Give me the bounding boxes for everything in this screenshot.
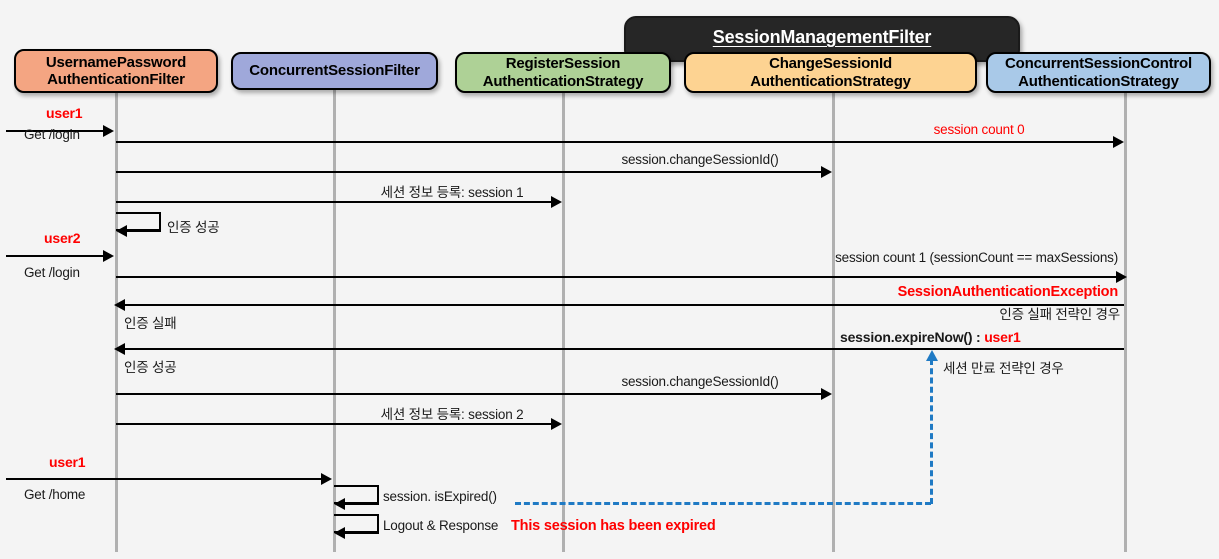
- request-label-user1-home: Get /home: [24, 487, 86, 502]
- arrow-is-expired: [334, 498, 345, 510]
- message-label-session-count-1-red: session count 1: [835, 250, 926, 265]
- message-label-register-session-1: 세션 정보 등록: session 1: [380, 185, 524, 200]
- lifeline-cscas: [1123, 93, 1127, 552]
- note-expire-now: session.expireNow() : user1: [840, 329, 1021, 345]
- message-line-auth-fail: [116, 304, 1124, 306]
- note-expire-now-red: user1: [984, 329, 1021, 345]
- message-line-user1-login: [6, 130, 106, 132]
- participant-username-password-authentication-filter[interactable]: UsernamePassword AuthenticationFilter: [14, 49, 218, 93]
- participant-label: UsernamePassword AuthenticationFilter: [45, 53, 187, 88]
- arrow-change-session-id-1: [821, 166, 832, 178]
- message-label-session-auth-exception: SessionAuthenticationException: [897, 284, 1119, 300]
- message-line-user2-login: [6, 255, 106, 257]
- message-line-logout-response: [345, 532, 379, 534]
- message-label-session-count-1: session count 1 (sessionCount == maxSess…: [835, 250, 1118, 265]
- message-label-change-session-id-2: session.changeSessionId(): [621, 374, 779, 389]
- message-line-session-count-0: [116, 141, 1115, 143]
- arrow-user1-login: [103, 125, 114, 137]
- arrow-session-count-0: [1113, 136, 1124, 148]
- arrow-auth-fail: [114, 299, 125, 311]
- message-line-register-session-2: [116, 423, 553, 425]
- arrow-auth-success-2: [114, 343, 125, 355]
- message-label-expired-notice: This session has been expired: [511, 518, 716, 534]
- lifeline-upaf: [114, 93, 118, 552]
- message-line-change-session-id-1: [116, 171, 823, 173]
- participant-label: ConcurrentSessionFilter: [249, 62, 420, 80]
- message-label-auth-success-1: 인증 성공: [167, 220, 220, 235]
- participant-label: ConcurrentSessionControl AuthenticationS…: [1005, 55, 1192, 90]
- message-label-register-session-2: 세션 정보 등록: session 2: [380, 407, 524, 422]
- arrow-register-session-2: [551, 418, 562, 430]
- arrow-auth-success-1: [116, 225, 127, 237]
- participant-label: RegisterSession AuthenticationStrategy: [482, 55, 644, 90]
- message-line-user1-home: [6, 478, 323, 480]
- arrow-logout-response: [334, 527, 345, 539]
- message-label-session-count-1-black: (sessionCount == maxSessions): [925, 250, 1118, 265]
- request-label-user1-login: Get /login: [24, 127, 80, 142]
- lifeline-csf: [332, 90, 336, 552]
- participant-concurrent-session-control-authentication-strategy[interactable]: ConcurrentSessionControl AuthenticationS…: [986, 52, 1211, 93]
- lifeline-csias: [831, 93, 835, 552]
- message-line-register-session-1: [116, 201, 553, 203]
- actor-label-user2-login: user2: [44, 230, 81, 246]
- message-line-is-expired: [345, 503, 379, 505]
- participant-change-session-id-authentication-strategy[interactable]: ChangeSessionId AuthenticationStrategy: [684, 52, 977, 93]
- message-line-auth-success-2: [116, 348, 1124, 350]
- actor-label-user1-login: user1: [46, 105, 83, 121]
- arrow-session-count-1: [1116, 271, 1127, 283]
- message-line-session-count-1: [116, 276, 1125, 278]
- actor-label-user1-home: user1: [49, 454, 86, 470]
- message-line-auth-success-1: [127, 230, 161, 232]
- dashed-return-vertical: [930, 359, 933, 504]
- request-label-user2-login: Get /login: [24, 265, 80, 280]
- arrow-change-session-id-2: [821, 388, 832, 400]
- message-label-auth-success-2: 인증 성공: [124, 360, 177, 375]
- note-expire-now-black: session.expireNow() :: [840, 329, 985, 345]
- message-label-logout-response: Logout & Response: [383, 518, 499, 533]
- arrow-register-session-1: [551, 196, 562, 208]
- message-label-is-expired: session. isExpired(): [383, 489, 497, 504]
- note-session-expire-strategy: 세션 만료 전략인 경우: [943, 361, 1064, 376]
- message-label-auth-fail: 인증 실패: [124, 316, 177, 331]
- dashed-return-horizontal: [515, 502, 931, 505]
- group-banner-label: SessionManagementFilter: [712, 27, 932, 47]
- arrow-user1-home: [321, 473, 332, 485]
- message-line-change-session-id-2: [116, 393, 823, 395]
- message-label-change-session-id-1: session.changeSessionId(): [621, 152, 779, 167]
- participant-concurrent-session-filter[interactable]: ConcurrentSessionFilter: [231, 52, 438, 90]
- note-auth-fail-strategy: 인증 실패 전략인 경우: [999, 307, 1120, 322]
- participant-register-session-authentication-strategy[interactable]: RegisterSession AuthenticationStrategy: [455, 52, 671, 93]
- arrow-user2-login: [103, 250, 114, 262]
- dashed-return-arrowhead: [926, 350, 938, 361]
- participant-label: ChangeSessionId AuthenticationStrategy: [750, 55, 911, 90]
- message-label-session-count-0: session count 0: [933, 122, 1025, 137]
- lifeline-rsas: [561, 93, 565, 552]
